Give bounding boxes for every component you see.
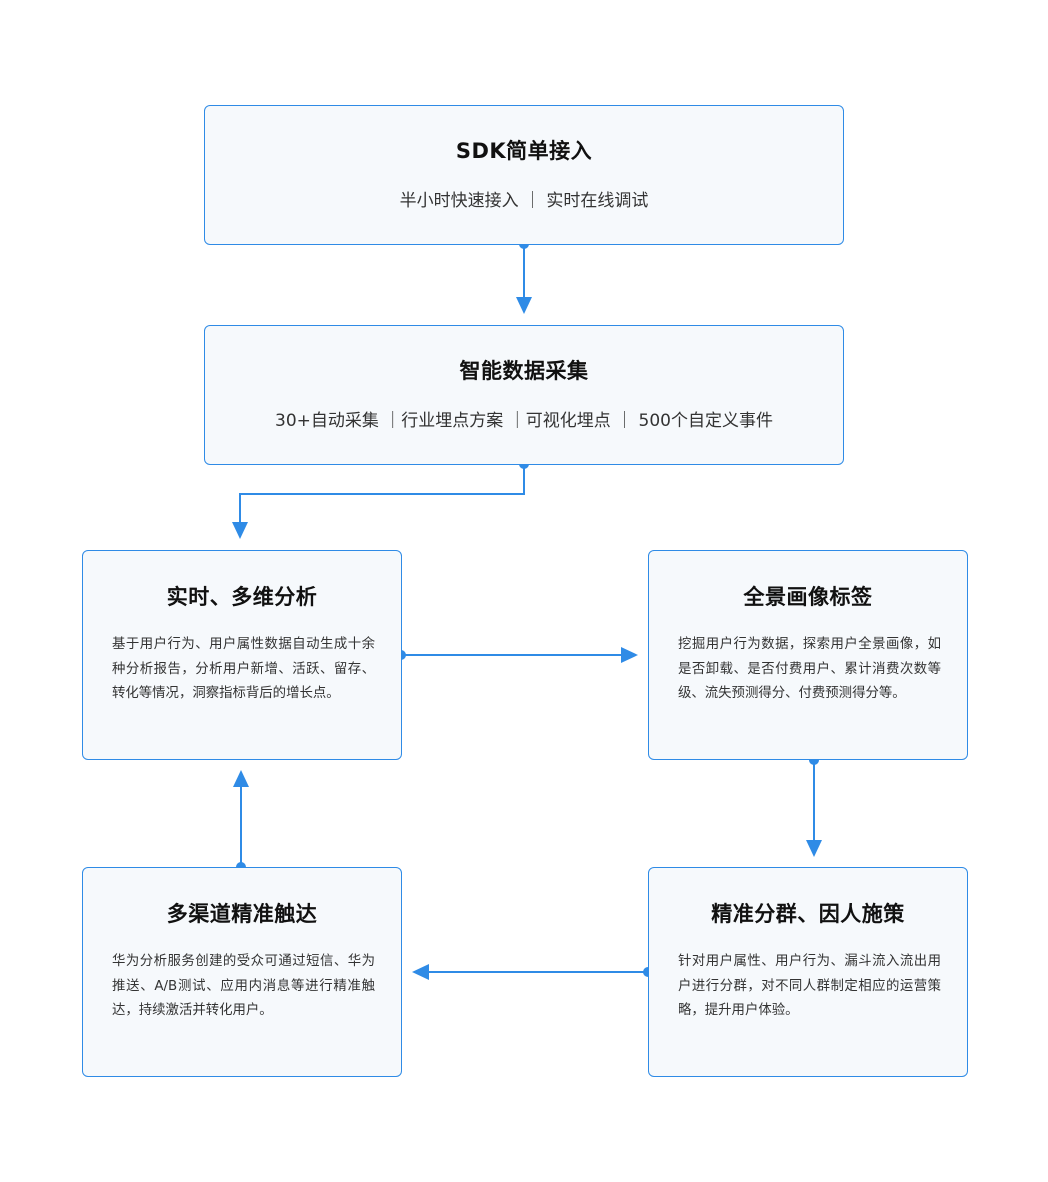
arrowhead-sdk-to-collect [516, 297, 532, 314]
node-sdk-subtitle: 半小时快速接入 ｜ 实时在线调试 [399, 191, 649, 211]
node-multichannel-reach: 多渠道精准触达 华为分析服务创建的受众可通过短信、华为推送、A/B测试、应用内消… [82, 867, 402, 1077]
arrowhead-realtime-to-portrait [621, 647, 638, 663]
arrowhead-collect-to-realtime [232, 522, 248, 539]
node-sdk-title: SDK简单接入 [455, 139, 593, 163]
node-reach-title: 多渠道精准触达 [166, 902, 318, 926]
node-precise-segmentation: 精准分群、因人施策 针对用户属性、用户行为、漏斗流入流出用户进行分群，对不同人群… [648, 867, 968, 1077]
node-portrait-desc: 挖掘用户行为数据，探索用户全景画像，如是否卸载、是否付费用户、累计消费次数等级、… [678, 637, 941, 701]
node-segment-title: 精准分群、因人施策 [711, 902, 905, 926]
arrowhead-portrait-to-segment [806, 840, 822, 857]
node-collect-subtitle: 30+自动采集 ｜行业埋点方案 ｜可视化埋点 ｜ 500个自定义事件 [275, 411, 773, 431]
node-realtime-analysis: 实时、多维分析 基于用户行为、用户属性数据自动生成十余种分析报告，分析用户新增、… [82, 550, 402, 760]
connector-collect-to-realtime [239, 464, 525, 537]
node-realtime-title: 实时、多维分析 [166, 585, 318, 609]
arrowhead-reach-to-realtime [233, 770, 249, 787]
node-segment-desc: 针对用户属性、用户行为、漏斗流入流出用户进行分群，对不同人群制定相应的运营策略，… [678, 954, 941, 1018]
node-reach-desc: 华为分析服务创建的受众可通过短信、华为推送、A/B测试、应用内消息等进行精准触达… [112, 954, 375, 1018]
node-data-collection: 智能数据采集 30+自动采集 ｜行业埋点方案 ｜可视化埋点 ｜ 500个自定义事… [204, 325, 844, 465]
node-portrait-title: 全景画像标签 [743, 585, 873, 609]
node-user-portrait: 全景画像标签 挖掘用户行为数据，探索用户全景画像，如是否卸载、是否付费用户、累计… [648, 550, 968, 760]
node-collect-title: 智能数据采集 [459, 359, 589, 383]
arrowhead-segment-to-reach [412, 964, 429, 980]
node-sdk-integration: SDK简单接入 半小时快速接入 ｜ 实时在线调试 [204, 105, 844, 245]
node-realtime-desc: 基于用户行为、用户属性数据自动生成十余种分析报告，分析用户新增、活跃、留存、转化… [112, 637, 375, 701]
